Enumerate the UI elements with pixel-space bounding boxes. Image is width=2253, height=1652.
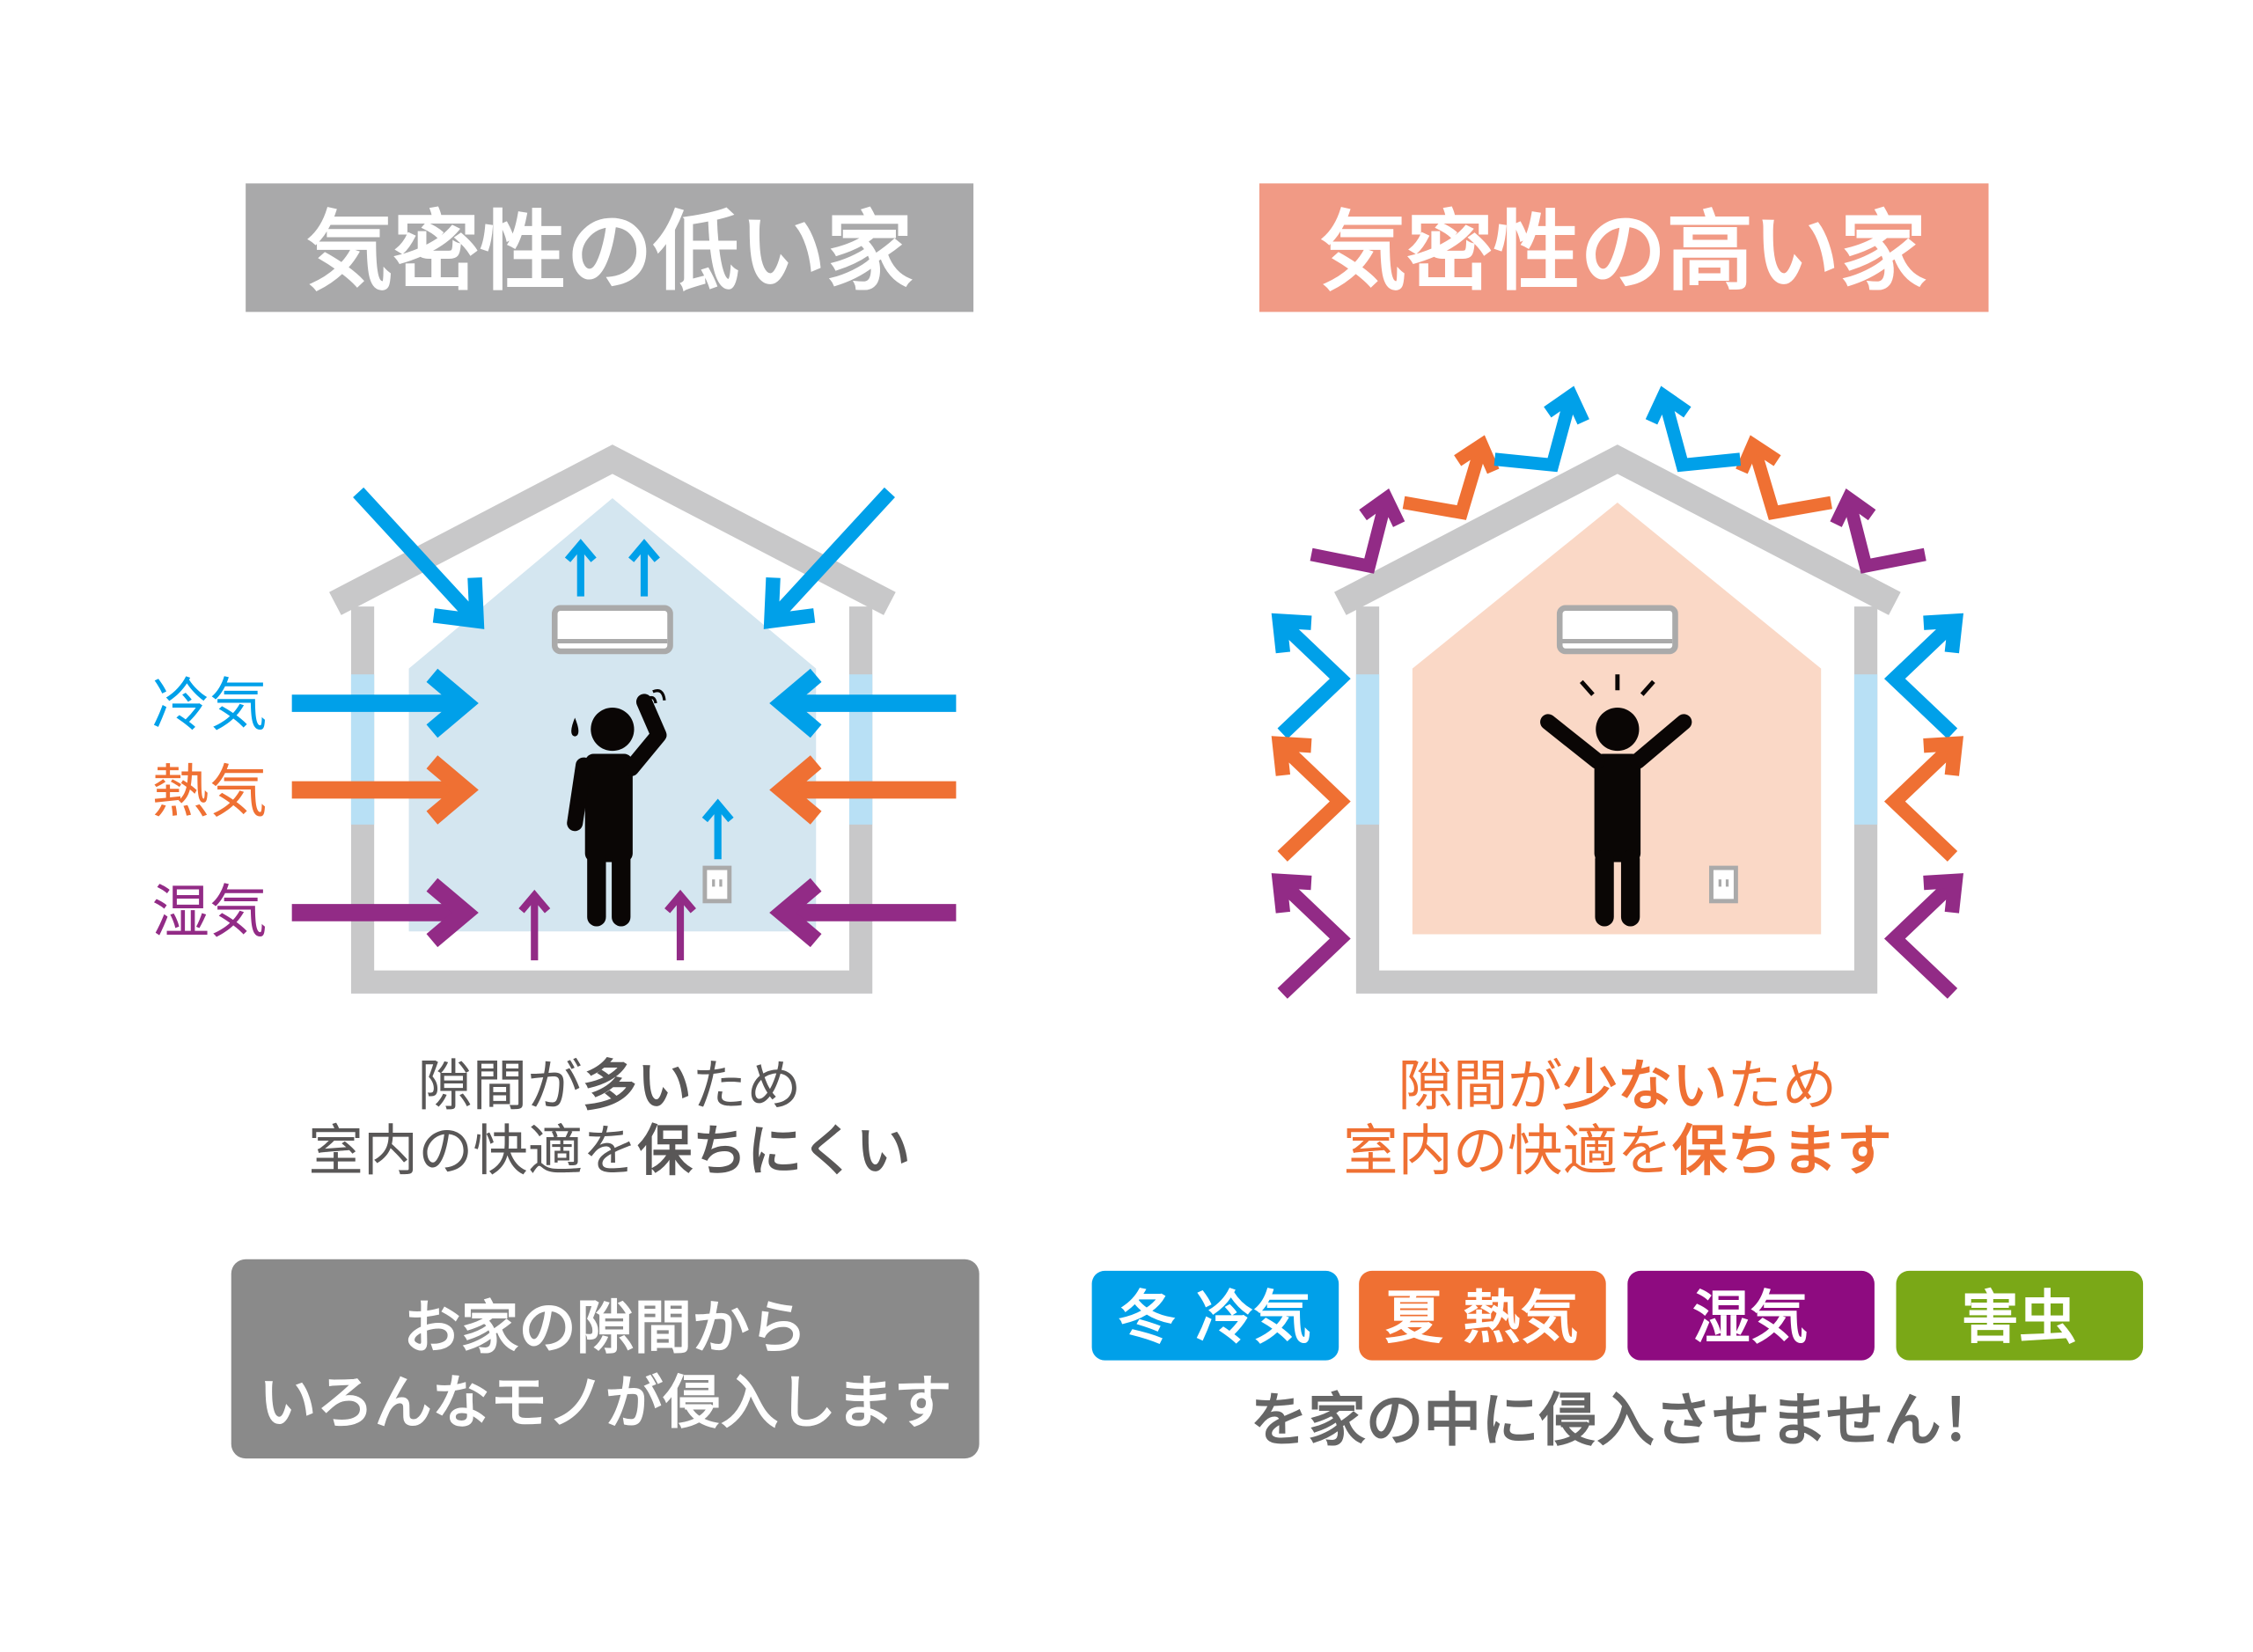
badge: 夏 熱気 [1359, 1270, 1606, 1361]
badge-label: 夏 熱気 [1385, 1284, 1579, 1351]
badge: 冬 冷気 [1091, 1270, 1339, 1361]
left-arrows [291, 487, 957, 961]
uncomfortable-person-icon [567, 689, 667, 927]
cold-air-arrow [769, 668, 957, 738]
label-cold-air: 冷気 [152, 672, 268, 739]
humidity-rise-arrow [664, 889, 696, 961]
badge-label: 冬 冷気 [1118, 1284, 1311, 1351]
right-house-roof [1334, 444, 1901, 615]
deflected-roof-arrow [1493, 385, 1589, 473]
outlet-icon [702, 865, 732, 904]
air-conditioner-icon [1556, 605, 1678, 655]
outlet-icon [1709, 865, 1738, 904]
badge-bg [1627, 1270, 1875, 1361]
right-window-left [1355, 674, 1380, 825]
left-box-line1: お家の隙間から [403, 1295, 807, 1362]
deflected-arrow [1883, 873, 1964, 999]
deflected-roof-arrow [1402, 435, 1500, 520]
right-arrows [1271, 385, 1964, 999]
left-title-bg [246, 183, 974, 312]
badge: 害虫 [1896, 1270, 2144, 1361]
cold-air-diagonal-arrow [763, 487, 895, 629]
deflected-arrow [1883, 736, 1964, 862]
right-window-right [1853, 674, 1878, 825]
left-message-box: お家の隙間から いろんなモノが侵入します [231, 1259, 980, 1459]
right-title-bg [1259, 183, 1989, 312]
right-title: 気密性の高い家 [1259, 183, 1989, 312]
deflected-arrow [1271, 736, 1351, 862]
cold-air-escape-arrow [564, 539, 597, 597]
left-title-text: 気密性の低い家 [306, 202, 914, 303]
air-conditioner-icon [551, 605, 673, 655]
right-caption-line1: 隙間が少ないため [1398, 1054, 1838, 1118]
left-house-roof [329, 444, 896, 615]
cold-air-escape-arrow [701, 798, 734, 860]
left-house: 冷気 熱気 湿気 [152, 444, 957, 994]
badge: 湿気 [1627, 1270, 1875, 1361]
humidity-arrow [769, 877, 957, 948]
deflected-arrow [1883, 613, 1964, 739]
cold-air-diagonal-arrow [353, 487, 485, 629]
deflected-arrow [1271, 873, 1351, 999]
deflected-arrow [1271, 613, 1351, 739]
label-humidity: 湿気 [152, 878, 268, 945]
right-title-text: 気密性の高い家 [1320, 202, 1927, 303]
happy-person-icon [1540, 674, 1692, 927]
deflected-roof-arrow [1830, 488, 1926, 574]
right-caption-line2: 室内の快適を保ちます [1343, 1119, 1891, 1183]
deflected-roof-arrow [1310, 488, 1405, 574]
hot-air-arrow [769, 755, 957, 825]
deflected-roof-arrow [1736, 435, 1832, 520]
hot-air-arrow [291, 755, 479, 825]
badge-label: 害虫 [1961, 1284, 2076, 1351]
label-hot-air: 熱気 [152, 759, 268, 826]
left-caption-line2: 室内の快適を保ちにくい [308, 1119, 910, 1183]
badge-bg [1896, 1270, 2144, 1361]
badge-bg [1359, 1270, 1606, 1361]
humidity-rise-arrow [518, 889, 551, 961]
intrusion-badges: 冬 冷気 夏 熱気 湿気 害虫 [1091, 1270, 2144, 1361]
right-footer-text: を家の中に侵入させません！ [1251, 1387, 2000, 1454]
left-box-line2: いろんなモノが侵入します [259, 1369, 951, 1436]
left-caption-line1: 隙間が多いため [417, 1054, 801, 1118]
left-title: 気密性の低い家 [246, 183, 974, 312]
badge-bg [1091, 1270, 1339, 1361]
deflected-roof-arrow [1645, 385, 1742, 473]
humidity-arrow [291, 877, 479, 948]
cold-air-escape-arrow [628, 539, 660, 597]
right-house [1271, 385, 1964, 999]
cold-air-arrow [291, 668, 479, 738]
badge-label: 湿気 [1692, 1284, 1808, 1351]
